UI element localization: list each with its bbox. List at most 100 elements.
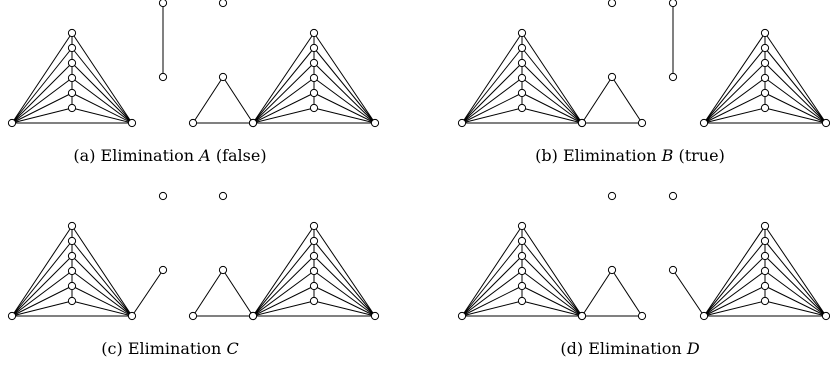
a-right-fan-edge: [313, 32, 376, 124]
c-left-fan-node: [67, 281, 77, 291]
d-right-fan-edge: [703, 270, 766, 317]
caption-c-label: (c): [101, 339, 123, 358]
d-left-fan-node: [517, 281, 527, 291]
d-triangle-node: [637, 311, 647, 321]
a-right-fan-base-node: [248, 118, 258, 128]
a-left-fan-node: [67, 58, 77, 68]
b-left-fan-node: [517, 43, 527, 53]
c-right-fan-edge: [313, 285, 376, 317]
d-right-fan-edge: [703, 285, 766, 317]
d-left-fan-base-node: [457, 311, 467, 321]
c-isolated-node: [158, 191, 168, 201]
d-right-fan-edge: [764, 255, 827, 317]
d-left-fan-node: [517, 236, 527, 246]
b-left-fan-edge: [461, 62, 523, 124]
d-left-fan-edge: [461, 255, 523, 317]
caption-d-variable: D: [686, 339, 700, 358]
b-right-fan-node: [760, 28, 770, 38]
caption-b-variable: B: [661, 146, 674, 165]
caption-a-label: (a): [73, 146, 96, 165]
caption-c-name: Elimination: [127, 339, 222, 358]
caption-a-variable: A: [199, 146, 211, 165]
c-left-fan-edge: [11, 225, 73, 317]
a-left-fan-edge: [71, 62, 133, 124]
b-left-fan-edge: [521, 92, 583, 124]
c-right-fan-edge: [252, 270, 315, 317]
b-right-fan-node: [760, 73, 770, 83]
a-triangle-node: [188, 118, 198, 128]
b-left-fan-edge: [521, 77, 583, 124]
caption-a: (a) Elimination A (false): [40, 146, 300, 165]
b-left-fan-edge: [521, 107, 583, 124]
b-left-fan-node: [517, 58, 527, 68]
a-right-fan-node: [309, 28, 319, 38]
c-right-fan-edge: [313, 300, 376, 317]
d-left-fan-node: [517, 221, 527, 231]
c-right-fan-base-node: [248, 311, 258, 321]
d-right-fan-node: [760, 266, 770, 276]
d-left-fan-edge: [521, 270, 583, 317]
d-right-fan-edge: [764, 225, 827, 317]
c-right-fan-edge: [252, 255, 315, 317]
c-right-fan-node: [309, 251, 319, 261]
b-right-fan-edge: [764, 77, 827, 124]
b-left-fan-edge: [521, 32, 583, 124]
b-triangle-apex-node: [607, 72, 617, 82]
caption-b-suffix: (true): [678, 146, 725, 165]
d-right-fan-edge: [764, 300, 827, 317]
d-left-fan-edge: [461, 285, 523, 317]
c-left-fan-edge: [71, 255, 133, 317]
c-left-fan-node: [67, 236, 77, 246]
c-left-fan-edge: [71, 240, 133, 317]
a-right-fan-edge: [252, 62, 315, 124]
b-left-fan-edge: [521, 47, 583, 124]
caption-b-label: (b): [535, 146, 558, 165]
caption-d: (d) Elimination D: [500, 339, 760, 358]
a-left-fan-edge: [11, 92, 73, 124]
b-left-fan-edge: [461, 32, 523, 124]
b-left-fan-edge: [461, 47, 523, 124]
a-right-fan-node: [309, 58, 319, 68]
b-right-fan-edge: [764, 62, 827, 124]
caption-a-suffix: (false): [215, 146, 267, 165]
a-right-fan-edge: [252, 107, 315, 124]
c-left-fan-base-node: [7, 311, 17, 321]
c-triangle-edge: [222, 269, 254, 317]
a-right-fan-edge: [252, 77, 315, 124]
c-right-fan-node: [309, 296, 319, 306]
caption-d-name: Elimination: [588, 339, 682, 358]
c-left-fan-node: [67, 221, 77, 231]
a-left-fan-base-node: [127, 118, 137, 128]
c-right-fan-edge: [313, 225, 376, 317]
d-right-fan-edge: [764, 240, 827, 317]
caption-a-name: Elimination: [100, 146, 195, 165]
d-diagonal-edge: [672, 269, 705, 317]
caption-d-label: (d): [560, 339, 584, 358]
b-left-fan-base-node: [457, 118, 467, 128]
c-right-fan-edge: [313, 270, 376, 317]
b-right-fan-node: [760, 88, 770, 98]
c-right-fan-node: [309, 281, 319, 291]
b-triangle-edge: [581, 76, 613, 124]
b-right-fan-edge: [703, 77, 766, 124]
a-right-fan-node: [309, 88, 319, 98]
a-right-fan-base-node: [370, 118, 380, 128]
b-right-fan-edge: [764, 107, 827, 124]
d-triangle-edge: [581, 269, 613, 317]
d-left-fan-edge: [461, 240, 523, 317]
a-triangle-apex-node: [218, 72, 228, 82]
a-left-fan-edge: [71, 77, 133, 124]
c-triangle-node: [188, 311, 198, 321]
b-triangle-node: [637, 118, 647, 128]
d-right-fan-edge: [703, 225, 766, 317]
d-left-fan-edge: [521, 285, 583, 317]
d-right-fan-node: [760, 221, 770, 231]
a-right-fan-node: [309, 73, 319, 83]
b-right-fan-edge: [764, 32, 827, 124]
d-right-fan-node: [760, 281, 770, 291]
d-right-fan-edge: [703, 255, 766, 317]
c-pendant-node: [158, 265, 168, 275]
c-right-fan-node: [309, 266, 319, 276]
a-left-fan-edge: [11, 107, 73, 124]
